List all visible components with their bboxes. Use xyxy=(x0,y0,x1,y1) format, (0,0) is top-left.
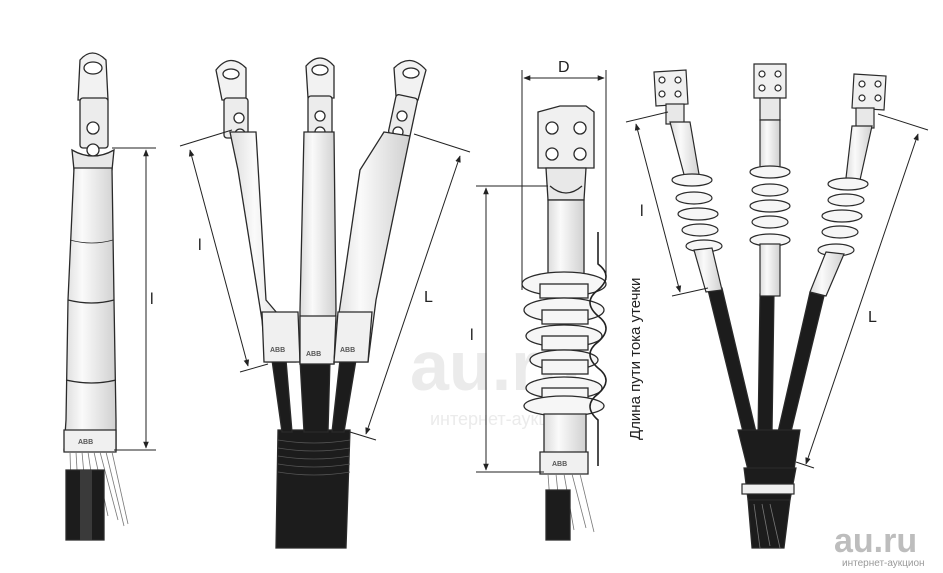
length-L-label-fig4: L xyxy=(868,309,877,326)
outdoor-single-core-termination: ABB xyxy=(521,105,607,541)
au-ru-watermark: au.ru интернет-аукцион xyxy=(834,522,925,569)
brand-label-1: ABB xyxy=(78,439,93,446)
three-core-termination: ABB ABB ABB xyxy=(215,57,427,549)
diameter-label: D xyxy=(558,59,570,76)
dimension-l-fig4: l xyxy=(625,111,709,297)
length-label-fig4: l xyxy=(640,203,644,220)
length-label-fig1: l xyxy=(150,291,154,308)
watermark-logo: au.ru xyxy=(834,522,917,560)
leakage-path-label: Длина пути тока утечки xyxy=(627,278,644,440)
brand-label-2b: ABB xyxy=(306,351,321,358)
length-L-label-fig2: L xyxy=(424,289,433,306)
single-core-termination: ABB xyxy=(63,52,129,541)
length-label-fig3: l xyxy=(470,327,474,344)
brand-label-2a: ABB xyxy=(270,347,285,354)
dimension-L-fig2: L xyxy=(349,133,471,441)
dimension-l-fig2: l xyxy=(179,129,269,373)
dimension-D-fig3: D xyxy=(521,59,607,290)
dimension-L-fig4: L xyxy=(795,113,929,469)
length-label-fig2: l xyxy=(198,237,202,254)
dimension-l-fig1: l xyxy=(112,147,156,451)
leakage-path-indicator: Длина пути тока утечки xyxy=(589,232,644,466)
watermark-tagline: интернет-аукцион xyxy=(842,558,925,569)
outdoor-three-core-termination xyxy=(653,63,887,549)
brand-label-3: ABB xyxy=(552,461,567,468)
brand-label-2c: ABB xyxy=(340,347,355,354)
dimension-l-fig3: l xyxy=(470,185,548,473)
